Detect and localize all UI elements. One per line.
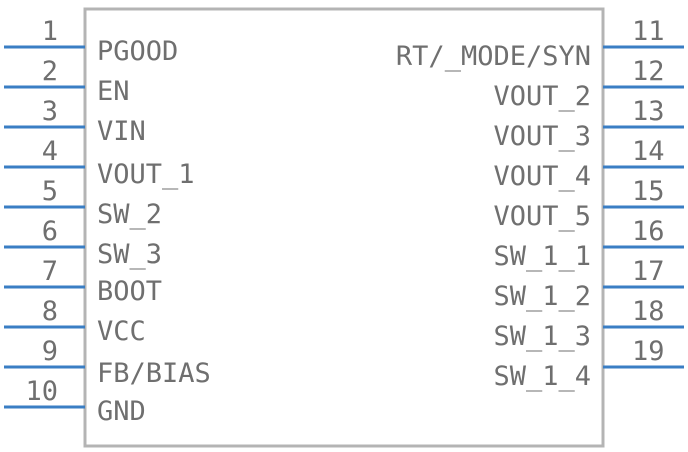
pin-number: 2 [42,56,58,87]
pin-number: 19 [632,336,665,367]
left-pin-1: 1 PGOOD [4,16,178,67]
pin-name: BOOT [97,276,162,307]
pin-name: SW_1_1 [493,241,591,272]
pin-name: VOUT_5 [493,201,591,232]
left-pin-5: 5 SW_2 [4,176,162,230]
left-pin-8: 8 VCC [4,296,146,347]
pin-name: VOUT_3 [493,121,591,152]
pin-number: 4 [42,136,58,167]
pin-name: VOUT_1 [97,159,195,190]
left-pin-10: 10 GND [4,376,146,427]
pin-number: 1 [42,16,58,47]
right-pin-19: 19 SW_1_4 [493,336,684,392]
pin-name: VIN [97,116,146,147]
pin-number: 13 [632,96,665,127]
pin-name: SW_2 [97,199,162,230]
left-pin-9: 9 FB/BIAS [4,336,211,389]
pin-number: 17 [632,256,665,287]
pin-number: 6 [42,216,58,247]
left-pin-7: 7 BOOT [4,256,162,307]
pin-name: EN [97,76,130,107]
right-pin-13: 13 VOUT_3 [493,96,684,152]
pin-number: 12 [632,56,665,87]
pin-name: VOUT_4 [493,161,591,192]
left-pin-3: 3 VIN [4,96,146,147]
pin-name: VOUT_2 [493,81,591,112]
left-pin-2: 2 EN [4,56,130,107]
right-pin-14: 14 VOUT_4 [493,136,684,192]
pin-name: FB/BIAS [97,358,211,389]
pin-number: 5 [42,176,58,207]
right-pin-18: 18 SW_1_3 [493,296,684,352]
pin-name: RT/_MODE/SYN [396,41,591,72]
pin-number: 8 [42,296,58,327]
pin-number: 18 [632,296,665,327]
pin-name: PGOOD [97,36,178,67]
pin-number: 14 [632,136,665,167]
pin-name: GND [97,396,146,427]
right-pin-11: 11 RT/_MODE/SYN [396,16,684,72]
left-pin-6: 6 SW_3 [4,216,162,270]
pin-number: 7 [42,256,58,287]
pin-name: SW_1_2 [493,281,591,312]
pin-name: SW_3 [97,239,162,270]
pin-number: 3 [42,96,58,127]
pin-name: VCC [97,316,146,347]
pin-number: 11 [632,16,665,47]
right-pin-15: 15 VOUT_5 [493,176,684,232]
pin-number: 15 [632,176,665,207]
component-body [83,7,605,448]
right-pin-17: 17 SW_1_2 [493,256,684,312]
right-pin-12: 12 VOUT_2 [493,56,684,112]
right-pin-16: 16 SW_1_1 [493,216,684,272]
left-pin-4: 4 VOUT_1 [4,136,195,190]
pin-number: 16 [632,216,665,247]
pin-number: 10 [25,376,58,407]
pin-number: 9 [42,336,58,367]
pin-name: SW_1_3 [493,321,591,352]
pin-name: SW_1_4 [493,361,591,392]
